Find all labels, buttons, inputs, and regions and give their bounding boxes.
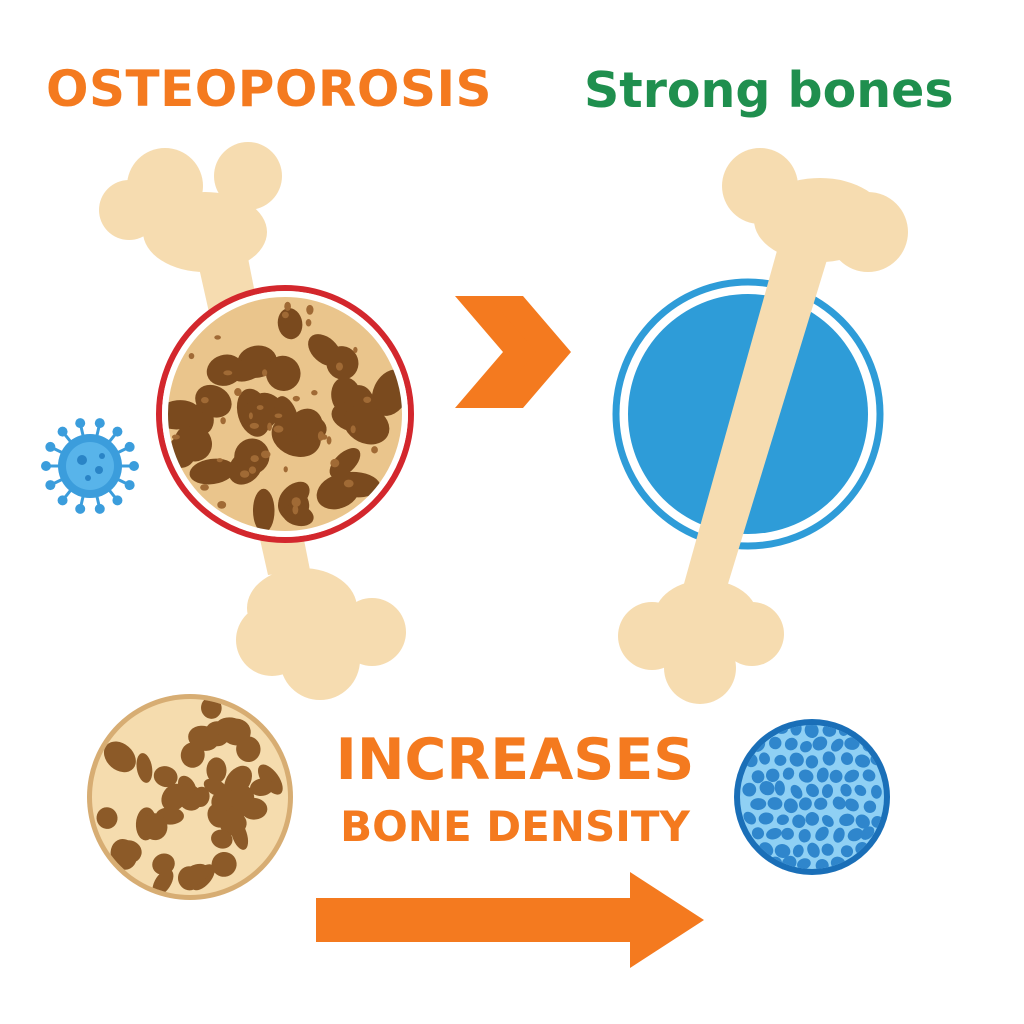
double-chevron-right-icon <box>455 296 571 408</box>
porous-cross-section <box>87 694 293 900</box>
dense-cross-section <box>734 719 890 875</box>
porous-bone-magnifier <box>156 285 414 543</box>
healthy-bone <box>618 148 908 704</box>
arrow-right-icon <box>316 872 704 968</box>
virus-icon <box>41 418 139 514</box>
strong-bones-title: Strong bones <box>584 62 954 119</box>
osteoporosis-title: OSTEOPOROSIS <box>46 60 493 118</box>
red-ring <box>156 285 414 543</box>
caption-bone-density: BONE DENSITY <box>340 802 690 851</box>
caption-increases: INCREASES <box>335 727 695 793</box>
